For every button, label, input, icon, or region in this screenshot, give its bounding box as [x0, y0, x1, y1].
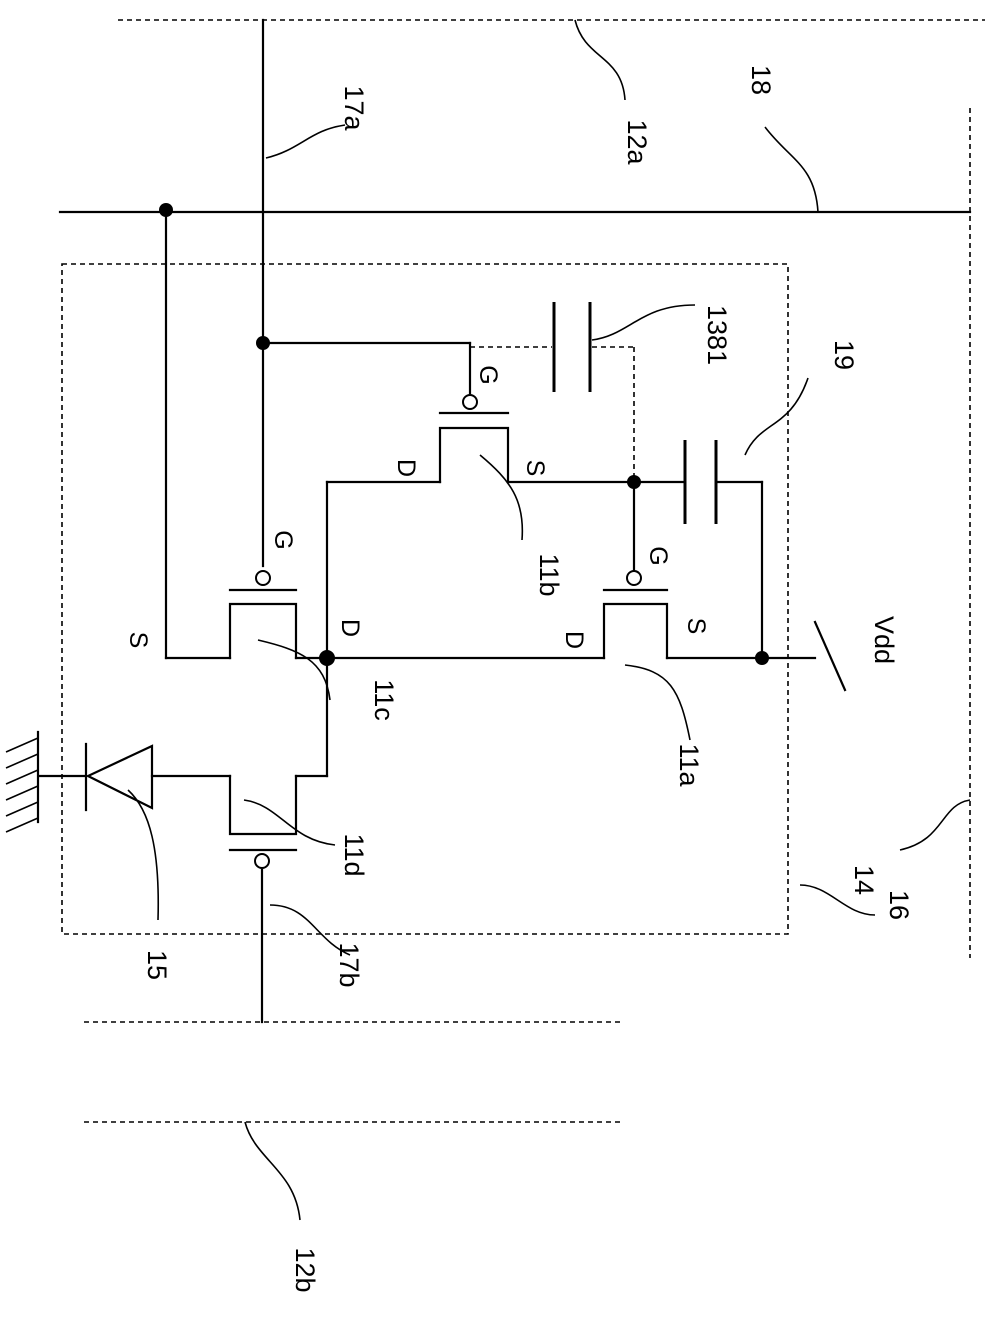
- pin-11b-gate: G: [474, 365, 502, 384]
- junction-dot: [755, 651, 769, 665]
- label-19: 19: [829, 340, 859, 370]
- wire-net: [40, 20, 970, 1022]
- transistor-11a: [604, 571, 667, 658]
- leader-17a: [266, 125, 345, 158]
- leader-12b: [245, 1122, 300, 1220]
- capacitor-19: [685, 440, 716, 524]
- pin-11a-source: S: [682, 618, 710, 635]
- leader-11c: [258, 640, 330, 700]
- junction-dot: [256, 336, 270, 350]
- leader-11b: [480, 455, 522, 540]
- label-11c: 11c: [369, 679, 399, 721]
- leader-19: [745, 378, 808, 455]
- leader-15: [128, 790, 158, 920]
- led-15: [86, 744, 152, 810]
- pin-11a-gate: G: [644, 546, 672, 565]
- pin-11b-drain: D: [392, 459, 420, 477]
- transistor-11c: [230, 571, 296, 658]
- transistor-11b: [440, 395, 508, 482]
- label-18: 18: [746, 65, 776, 95]
- label-1381: 1381: [702, 305, 732, 365]
- junction-dot: [627, 475, 641, 489]
- pin-11b-source: S: [521, 460, 549, 477]
- pin-11c-drain: D: [336, 619, 364, 637]
- label-vdd: Vdd: [869, 616, 899, 664]
- pin-11c-gate: G: [269, 530, 297, 549]
- label-11b: 11b: [534, 553, 564, 596]
- leader-18: [765, 127, 818, 212]
- leader-14: [900, 800, 970, 850]
- pixel-boundary-14: [62, 264, 788, 934]
- pin-11a-drain: D: [560, 631, 588, 649]
- leader-11a: [625, 665, 690, 740]
- junction-dot: [159, 203, 173, 217]
- label-11d: 11d: [339, 833, 369, 876]
- ground-icon: [6, 732, 38, 832]
- leader-11d: [244, 800, 335, 845]
- label-15: 15: [142, 950, 172, 980]
- capacitor-1381: [554, 302, 590, 392]
- label-14: 14: [849, 865, 879, 895]
- dashed-lines: [62, 20, 985, 1122]
- label-16: 16: [884, 890, 914, 920]
- pin-labels: G S D G D S G D S: [124, 365, 710, 649]
- leader-lines: [128, 20, 970, 1220]
- label-17b: 17b: [334, 942, 364, 987]
- label-17a: 17a: [339, 85, 369, 131]
- vdd-arrow-slash: [815, 622, 845, 690]
- label-11a: 11a: [674, 743, 704, 787]
- junction-dot: [319, 650, 335, 666]
- leader-1381: [592, 305, 695, 340]
- junction-dots: [159, 203, 769, 666]
- label-12a: 12a: [622, 119, 652, 165]
- reference-labels: 12a 18 17a 1381 19 11b Vdd 11c 11a 11d 1…: [142, 65, 914, 1293]
- label-12b: 12b: [290, 1247, 320, 1292]
- pin-11c-source: S: [124, 632, 152, 649]
- leader-12a: [575, 20, 625, 100]
